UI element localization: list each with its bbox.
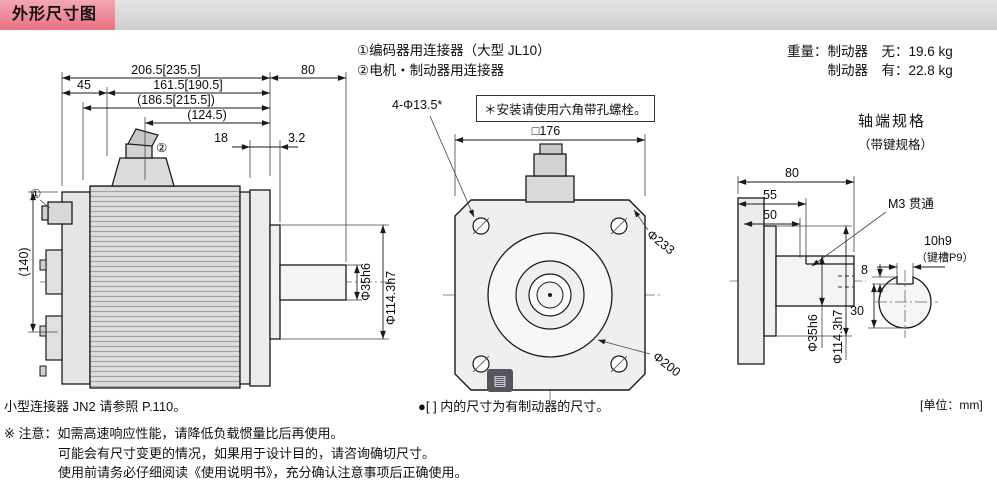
bolt-hole-top-left — [472, 217, 490, 235]
dim-label-spigot-thickness: 3.2 — [288, 131, 305, 145]
callout-1-label: ① — [30, 187, 41, 201]
dim-label-bolt-holes: 4-Φ13.5* — [392, 98, 442, 112]
page-header: 外形尺寸图 — [0, 0, 997, 30]
connector-reference-note: 小型连接器 JN2 请参照 P.110。 — [4, 399, 187, 414]
dim-end-spigot-dia: Φ114.3h7 — [776, 225, 852, 364]
front-connector-cap — [539, 143, 563, 155]
front-view: □176 4-Φ13.5* Φ233 Φ200 — [392, 98, 683, 404]
dim-total-length: 206.5[235.5] — [61, 63, 271, 186]
caution-line-2: 可能会有尺寸变更的情况，如果用于设计目的，请咨询确切尺寸。 — [58, 446, 436, 461]
bracket-dimension-note: ●[ ] 内的尺寸为有制动器的尺寸。 — [418, 399, 610, 414]
side-view: ① ② 206.5[235.5] 80 45 — [17, 63, 398, 389]
terminal-box-2 — [45, 315, 63, 361]
dim-label-pitch-dia: Φ200 — [650, 349, 683, 379]
weight-info: 重量： 制动器 无：19.6 kg 制动器 有：22.8 kg — [787, 42, 953, 80]
dim-label-end-80: 80 — [785, 166, 799, 180]
bolt-head-1 — [39, 259, 47, 271]
center-dot — [548, 293, 552, 297]
dim-label-tap: M3 贯通 — [888, 197, 934, 211]
motor-flange — [249, 189, 271, 387]
weight-lines: 制动器 无：19.6 kg 制动器 有：22.8 kg — [828, 42, 953, 80]
motor-body-fins — [89, 185, 241, 389]
bolt-hole-bottom-left — [472, 355, 490, 373]
front-connector-base — [525, 175, 575, 203]
dim-label-end-spigot-dia: Φ114.3h7 — [831, 310, 845, 364]
weight-without-brake: 制动器 无：19.6 kg — [827, 44, 953, 59]
bolt-head-3 — [39, 365, 47, 377]
dim-label-key-height: 8 — [861, 263, 868, 277]
top-connector-base — [111, 157, 175, 187]
encoder-connector-cap — [41, 205, 49, 221]
dim-label-flat-to-bottom: 30 — [850, 304, 864, 318]
dim-square-176: □176 — [454, 124, 646, 196]
weight-label: 重量： — [787, 44, 828, 59]
unit-note: [单位：mm] — [920, 398, 983, 412]
dim-label-length-124: (124.5) — [187, 108, 227, 122]
dim-key-width: 10h9 （键槽P9） — [877, 234, 973, 276]
connector-note-2: ②电机・制动器用连接器 — [357, 63, 505, 78]
dim-label-shaft-length: 80 — [301, 63, 315, 77]
dim-label-keyway: （键槽P9） — [916, 250, 973, 264]
dim-body-length: 161.5[190.5] — [107, 78, 270, 96]
caution-line-3: 使用前请务必仔细阅读《使用说明书》，充分确认注意事项后正确使用。 — [58, 465, 468, 480]
front-connector-mid — [533, 153, 567, 177]
bolt-hole-bottom-right — [610, 355, 628, 373]
end-flange-plate — [737, 197, 765, 365]
dim-end-80: 80 — [737, 166, 855, 252]
connector-note-1: ①编码器用连接器（大型 JL10） — [357, 43, 551, 58]
dim-shaft-dia-side: Φ35h6 — [346, 263, 373, 301]
dim-label-end-50: 50 — [763, 208, 777, 222]
dim-shaft-length: 80 — [270, 63, 347, 262]
callout-2: ② — [156, 141, 167, 155]
motor-front-section — [239, 191, 251, 385]
label-bolt-holes: 4-Φ13.5* — [392, 98, 475, 218]
dim-label-length-186: (186.5[215.5]) — [137, 93, 215, 107]
top-connector-cap — [127, 128, 159, 147]
dim-flat-to-bottom: 30 — [850, 284, 905, 329]
dim-label-height-140: (140) — [17, 247, 31, 276]
shaft-spec-title: 轴端规格 — [858, 113, 927, 130]
dim-rear-overhang: 45 — [62, 78, 108, 156]
dim-length-186: (186.5[215.5]) — [82, 93, 270, 180]
dim-label-rear-overhang: 45 — [77, 78, 91, 92]
terminal-box-1 — [45, 249, 63, 295]
dim-label-square: □176 — [532, 124, 560, 138]
dim-label-end-55: 55 — [763, 188, 777, 202]
page-title: 外形尺寸图 — [0, 0, 116, 30]
connector-notes: ①编码器用连接器（大型 JL10） ②电机・制动器用连接器 — [357, 41, 551, 81]
dim-spigot-dia-side: Φ114.3h7 — [280, 224, 398, 340]
weight-with-brake: 制动器 有：22.8 kg — [827, 63, 953, 78]
dimension-drawing: ① ② 206.5[235.5] 80 45 — [17, 63, 973, 404]
dim-label-key-width: 10h9 — [924, 234, 952, 248]
dim-label-spigot-dia: Φ114.3h7 — [384, 271, 398, 325]
dim-height-140: (140) — [17, 191, 58, 333]
caution-line-1: ※ 注意：如需高速响应性能，请降低负载惯量比后再使用。 — [4, 426, 344, 441]
document-glyph: ▤ — [493, 372, 507, 389]
dim-label-outer-dia: Φ233 — [644, 227, 677, 257]
dim-label-flange-thickness: 18 — [214, 131, 228, 145]
callout-2-label: ② — [156, 141, 167, 155]
mounting-bolt-note: ＊安装请使用六角带孔螺栓。 — [476, 95, 655, 122]
shaft-spec-subtitle: （带键规格） — [858, 138, 934, 152]
shaft-end-view: 80 55 50 M3 贯通 — [730, 166, 973, 365]
dim-label-total-length: 206.5[235.5] — [131, 63, 201, 77]
embedded-object-icon[interactable]: ▤ — [487, 369, 513, 392]
shaft-spec-heading: 轴端规格 （带键规格） — [858, 110, 988, 153]
motor-shaft — [279, 264, 347, 301]
encoder-connector — [47, 201, 73, 225]
dim-end-50: 50 — [744, 208, 801, 258]
dim-length-124: (124.5) — [144, 108, 270, 180]
dim-label-body-length: 161.5[190.5] — [153, 78, 223, 92]
dim-end-shaft-dia: Φ35h6 — [806, 256, 825, 352]
bolt-hole-top-right — [610, 217, 628, 235]
dim-flange-and-spigot-thickness: 18 3.2 — [214, 131, 305, 222]
dim-label-shaft-dia: Φ35h6 — [359, 263, 373, 301]
end-spigot — [763, 225, 777, 337]
motor-spigot — [269, 224, 281, 340]
dim-label-end-shaft-dia: Φ35h6 — [806, 314, 820, 352]
bolt-head-2 — [39, 325, 47, 337]
dim-end-55: 55 — [738, 188, 807, 258]
